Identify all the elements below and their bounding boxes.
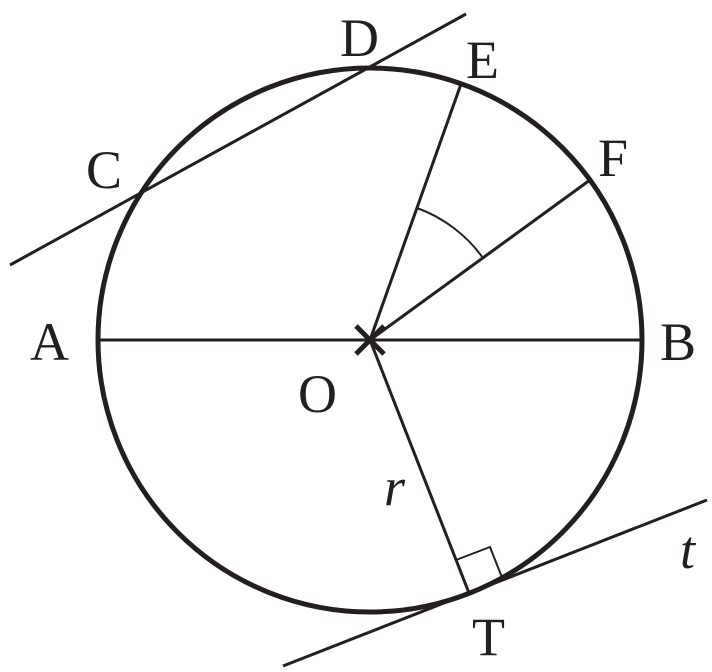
label-t-tangent: t [680, 520, 697, 580]
tangent-line-t [282, 498, 708, 668]
label-d: D [340, 8, 379, 68]
right-angle-marker [455, 545, 504, 581]
label-b: B [660, 312, 696, 372]
radius-ot [368, 339, 471, 594]
label-e: E [466, 30, 499, 90]
radius-of [369, 178, 591, 342]
chord-line-cd [9, 12, 467, 267]
label-a: A [30, 312, 69, 372]
radius-oe [368, 83, 463, 341]
angle-arc-eof [416, 207, 484, 259]
label-r: r [384, 457, 406, 517]
label-f: F [598, 128, 628, 188]
label-o: O [298, 364, 337, 424]
label-c: C [86, 140, 122, 200]
label-t-point: T [472, 607, 505, 667]
centre-cross-icon [354, 324, 386, 356]
